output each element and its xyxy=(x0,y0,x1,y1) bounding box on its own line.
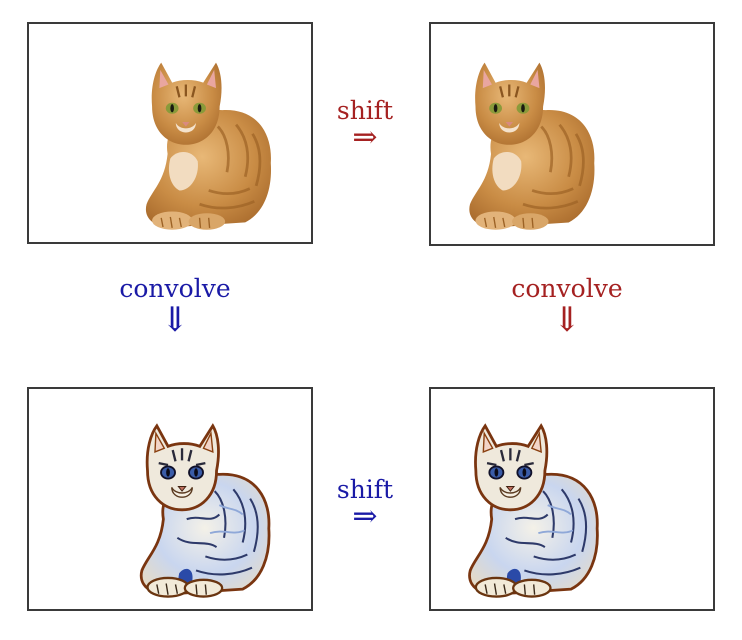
panel-shifted-image xyxy=(429,22,715,246)
convolve-operation-right: convolve ⇓ xyxy=(492,276,642,337)
shift-operation-top: shift ⇒ xyxy=(324,98,406,153)
shift-label-top: shift xyxy=(336,96,394,125)
shift-operation-bottom: shift ⇒ xyxy=(324,477,406,532)
panel-convolved-image xyxy=(27,387,313,611)
cat-edge-filtered-shifted-image xyxy=(468,424,599,598)
cat-photo-shifted-image xyxy=(467,61,596,232)
cat-photo-image xyxy=(144,61,273,232)
convolve-operation-left: convolve ⇓ xyxy=(100,276,250,337)
right-double-arrow-icon: ⇒ xyxy=(352,499,378,534)
down-double-arrow-icon: ⇓ xyxy=(552,300,582,340)
convolve-label-right: convolve xyxy=(511,274,623,303)
right-double-arrow-icon: ⇒ xyxy=(352,120,378,155)
convolve-label-left: convolve xyxy=(119,274,231,303)
cat-edge-filtered-image xyxy=(139,424,271,598)
panel-original-image xyxy=(27,22,313,244)
panel-convolved-shifted-image xyxy=(429,387,715,611)
down-double-arrow-icon: ⇓ xyxy=(160,300,190,340)
shift-label-bottom: shift xyxy=(336,475,394,504)
